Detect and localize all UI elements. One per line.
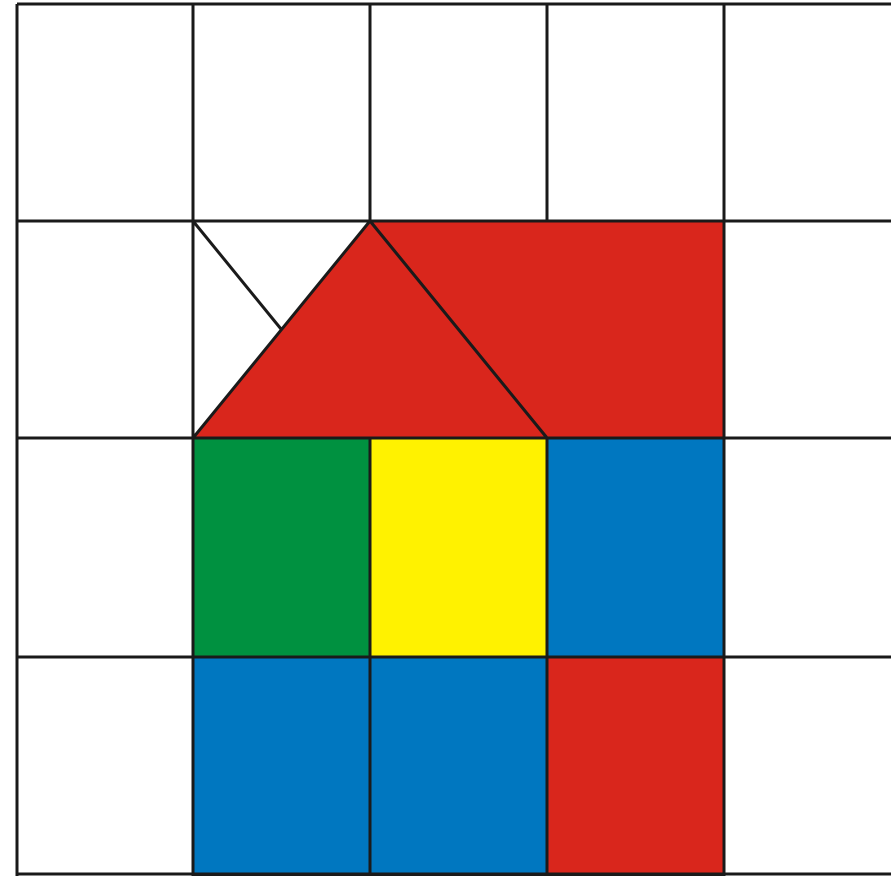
yellow-square bbox=[370, 438, 547, 657]
blue-square-top-right bbox=[547, 438, 724, 657]
blue-square-bottom-middle bbox=[370, 657, 547, 876]
green-square bbox=[193, 438, 370, 657]
red-square-bottom-right bbox=[547, 657, 724, 876]
blue-square-bottom-left bbox=[193, 657, 370, 876]
